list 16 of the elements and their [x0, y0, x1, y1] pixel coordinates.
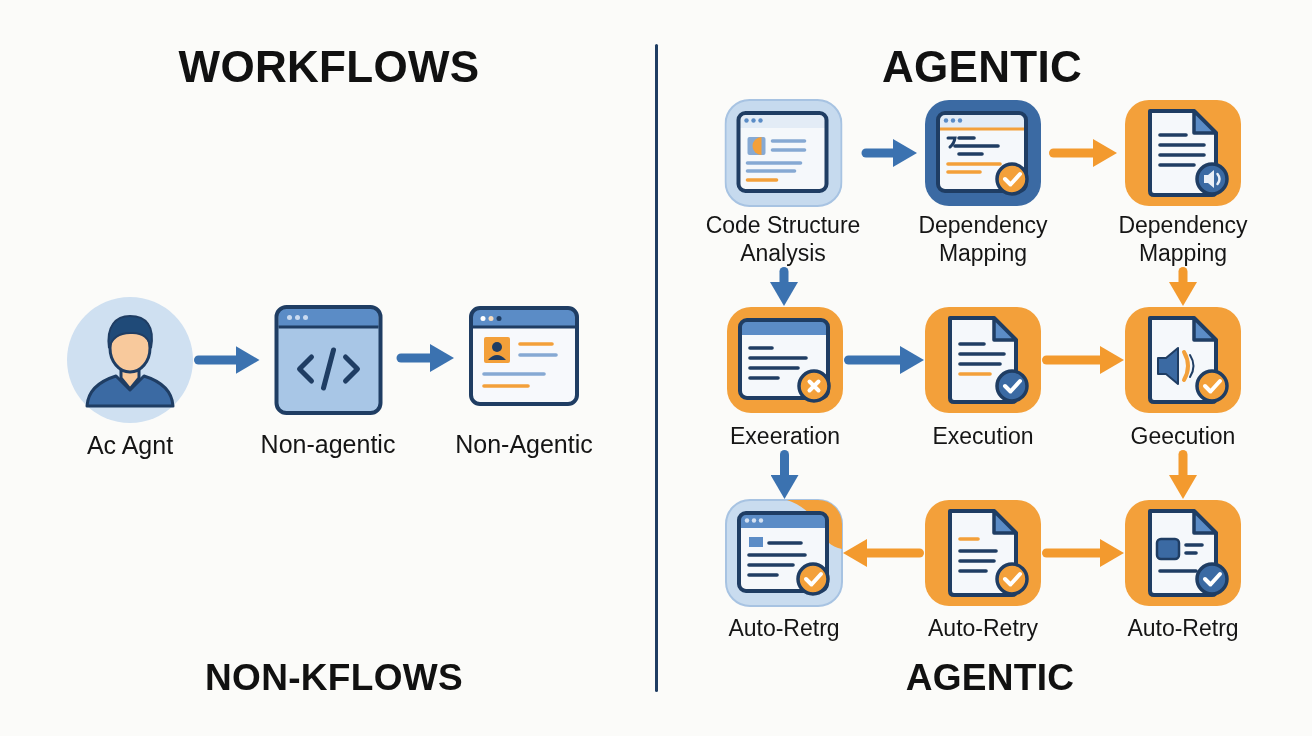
step-label: Exeeration [729, 422, 841, 450]
step-label: Geecution [1129, 422, 1237, 450]
step-label: Auto-Retrg [727, 614, 841, 642]
section-heading: AGENTIC [905, 658, 1075, 699]
step-label: Non-agentic [259, 429, 397, 459]
step-label: Dependency Mapping [1117, 211, 1249, 267]
section-heading: NON-KFLOWS [205, 658, 463, 699]
step-label: Code Structure Analysis [704, 211, 862, 267]
step-label: Execution [931, 422, 1035, 450]
step-label: Non-Agentic [454, 429, 594, 459]
step-label: Auto-Retrg [1126, 614, 1240, 642]
step-label: Ac Agnt [85, 430, 175, 460]
section-heading: AGENTIC [881, 43, 1083, 92]
step-label: Auto-Retry [927, 614, 1039, 642]
section-heading: WORKFLOWS [178, 43, 480, 92]
step-label: Dependency Mapping [917, 211, 1049, 267]
